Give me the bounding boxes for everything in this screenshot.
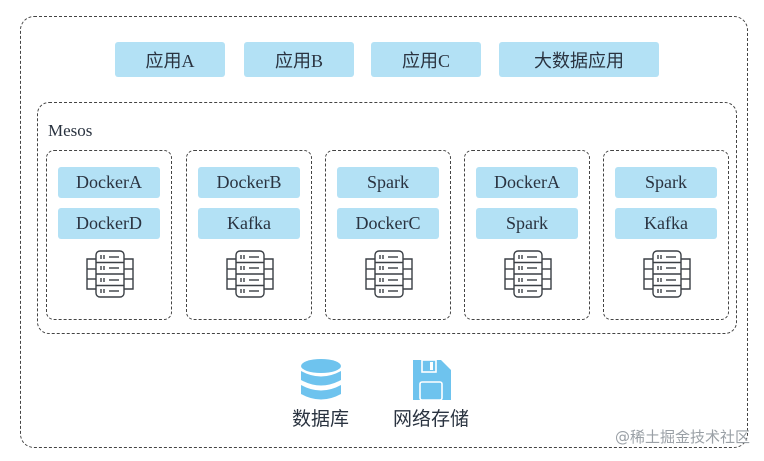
storage-label: 网络存储 [393, 408, 470, 430]
service-chip: DockerC [337, 208, 439, 239]
service-chip: Spark [337, 167, 439, 198]
mesos-node: DockerA DockerD [46, 150, 172, 320]
server-icon [504, 250, 552, 298]
watermark: @稀土掘金技术社区 [614, 428, 750, 446]
storage-network: 网络存储 [393, 358, 469, 431]
database-icon [300, 359, 341, 400]
service-chip: DockerB [198, 167, 300, 198]
app-box: 应用C [371, 42, 481, 77]
server-icon [365, 250, 413, 298]
app-box: 应用A [115, 42, 225, 77]
server-icon [226, 250, 274, 298]
service-chip: Kafka [615, 208, 717, 239]
floppy-disk-icon [413, 359, 451, 401]
server-icon [86, 250, 134, 298]
storage-label: 数据库 [292, 408, 350, 430]
system-container [20, 16, 748, 448]
service-chip: DockerD [58, 208, 160, 239]
server-icon [643, 250, 691, 298]
app-box: 应用B [244, 42, 354, 77]
service-chip: Kafka [198, 208, 300, 239]
mesos-node: DockerB Kafka [186, 150, 312, 320]
service-chip: Spark [615, 167, 717, 198]
service-chip: DockerA [476, 167, 578, 198]
mesos-node: DockerA Spark [464, 150, 590, 320]
app-box-bigdata: 大数据应用 [499, 42, 659, 77]
storage-database: 数据库 [292, 358, 349, 431]
service-chip: Spark [476, 208, 578, 239]
service-chip: DockerA [58, 167, 160, 198]
mesos-cluster [37, 102, 737, 334]
mesos-node: Spark DockerC [325, 150, 451, 320]
mesos-label: Mesos [48, 121, 93, 140]
mesos-node: Spark Kafka [603, 150, 729, 320]
